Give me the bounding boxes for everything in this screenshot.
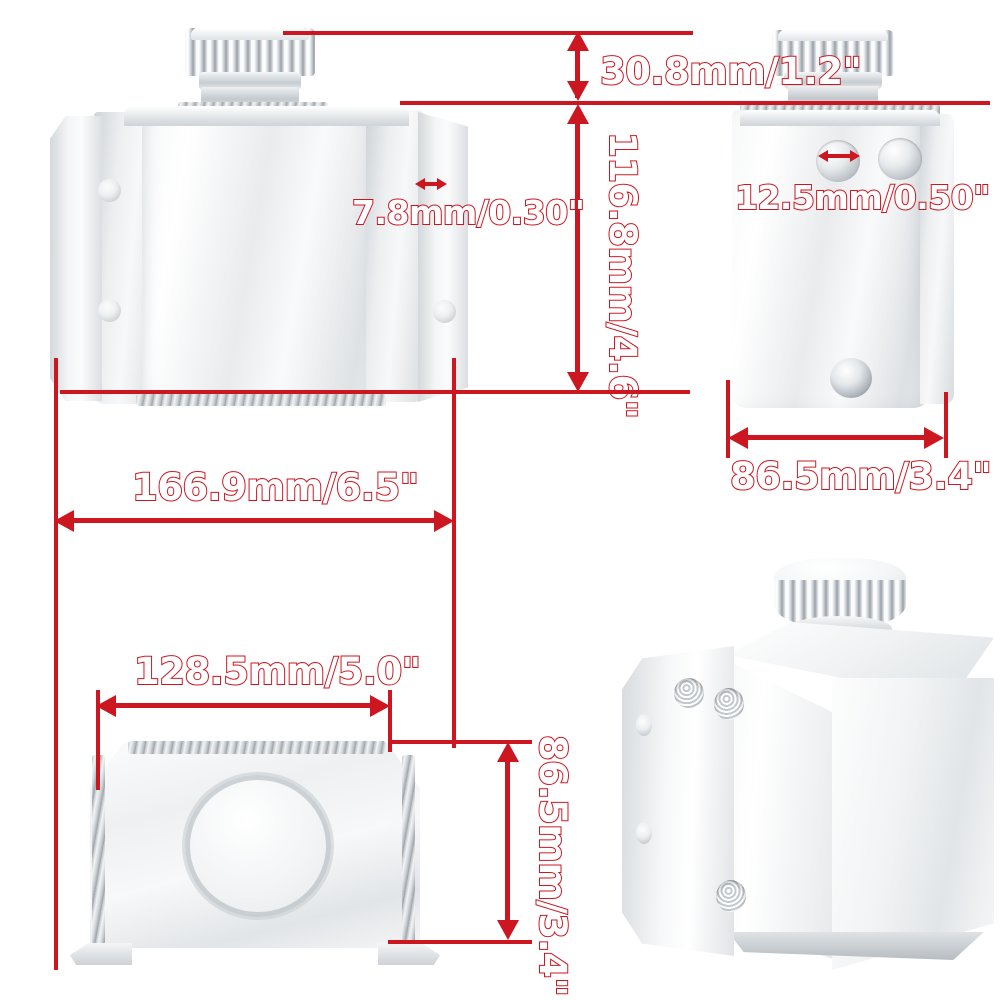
dim-line-body-depth — [505, 750, 510, 934]
dim-arrow-wall-thickness-left — [415, 178, 425, 190]
iso-threaded-port-1 — [674, 678, 704, 708]
tank-body-front — [94, 106, 424, 406]
tank-side-top-chamfer — [740, 110, 940, 126]
dim-line-side-width — [746, 435, 926, 440]
ext-line-body-width-right — [388, 690, 392, 752]
filler-cap — [185, 28, 315, 90]
dim-arrow-body-depth-down — [497, 920, 519, 940]
bottom-view — [70, 735, 440, 985]
side-cap-base-collar — [784, 72, 882, 89]
dim-label-wall-thickness: 7.8mm/0.30" — [351, 192, 586, 233]
dim-arrow-body-width-left — [96, 695, 116, 717]
bottom-plate-weld-left — [92, 755, 105, 945]
mounting-bracket-left — [50, 116, 102, 401]
dim-line-port-diameter — [826, 154, 852, 158]
tank-top-chamfer — [124, 106, 409, 126]
drain-port-hole — [830, 358, 872, 398]
dim-label-body-depth: 86.5mm/3.4" — [530, 734, 575, 997]
bracket-bolt-hole-top-left — [98, 179, 121, 202]
tank-bottom-weld — [136, 394, 386, 406]
ext-line-side-right — [944, 392, 948, 458]
side-filler-cap — [772, 30, 894, 90]
front-view — [38, 14, 468, 414]
dim-arrow-overall-height-down — [567, 372, 589, 392]
dim-label-overall-height: 116.8mm/4.6" — [600, 131, 645, 419]
tank-front-face — [142, 106, 382, 406]
iso-threaded-port-2 — [714, 688, 744, 720]
iso-tank-bottom-edge — [728, 932, 990, 960]
dim-arrow-cap-height-up — [567, 31, 589, 51]
dim-label-port-diameter: 12.5mm/0.50" — [734, 177, 991, 218]
dim-label-body-width: 128.5mm/5.0" — [133, 649, 422, 694]
dim-arrow-overall-height-up — [567, 104, 589, 124]
dim-label-side-width: 86.5mm/3.4" — [729, 454, 993, 499]
iso-tank-front-left-face — [726, 660, 836, 960]
ext-line-overall-right — [452, 358, 456, 748]
dim-line-overall-width — [70, 518, 448, 523]
dim-line-cap-height — [575, 36, 580, 98]
dim-line-wall-thickness — [423, 182, 439, 186]
dim-arrow-port-diameter-left — [818, 150, 828, 162]
ext-line-overall-left — [54, 358, 58, 970]
tank-right-shoulder — [366, 110, 424, 402]
dim-label-cap-height: 30.8mm/1.2" — [599, 49, 863, 94]
dim-arrow-port-diameter-right — [850, 150, 860, 162]
dim-arrow-overall-width-right — [434, 510, 454, 532]
bottom-plate-weld-top — [128, 741, 386, 754]
bottom-bracket-tab-left — [70, 943, 132, 965]
dim-line-body-width — [112, 703, 370, 708]
ext-line-body-width-left — [96, 690, 100, 790]
iso-threaded-port-bottom — [716, 880, 746, 912]
iso-tank-right-face — [832, 678, 994, 970]
dim-arrow-side-width-left — [728, 427, 748, 449]
ext-line-tank-bottom — [60, 390, 690, 394]
iso-bracket-hole-top — [636, 714, 652, 736]
dim-line-overall-height — [575, 110, 580, 382]
bracket-bolt-hole-right — [433, 300, 456, 323]
cap-base-collar — [199, 72, 301, 90]
ext-line-tank-top — [400, 101, 990, 105]
bottom-bracket-tab-right — [378, 943, 440, 965]
bottom-circular-recess — [185, 775, 331, 917]
side-cap-top-highlight — [778, 30, 888, 41]
dim-arrow-overall-width-left — [54, 510, 74, 532]
iso-bracket-hole-bottom — [636, 822, 652, 844]
dim-arrow-body-width-right — [370, 695, 390, 717]
tank-side-right-edge — [920, 114, 954, 404]
dim-arrow-side-width-right — [924, 427, 944, 449]
ext-line-body-depth-bottom — [388, 940, 532, 944]
ext-line-body-depth-top — [388, 740, 532, 744]
mounting-bracket-right — [418, 112, 468, 402]
dim-arrow-cap-height-down — [567, 81, 589, 101]
port-hole-right — [878, 138, 922, 180]
side-view — [718, 18, 968, 418]
dim-marker-port-diameter — [818, 150, 862, 164]
dim-arrow-body-depth-up — [497, 742, 519, 762]
ext-line-side-left — [726, 380, 730, 458]
dim-arrow-wall-thickness-right — [437, 178, 447, 190]
isometric-view — [608, 550, 998, 980]
ext-line-cap-top — [283, 31, 693, 35]
bottom-plate-weld-right — [402, 755, 415, 945]
dim-label-overall-width: 166.9mm/6.5" — [131, 465, 420, 510]
cap-top-highlight — [191, 28, 309, 40]
bracket-bolt-hole-bottom-left — [98, 299, 121, 322]
dim-marker-wall-thickness — [415, 178, 447, 192]
